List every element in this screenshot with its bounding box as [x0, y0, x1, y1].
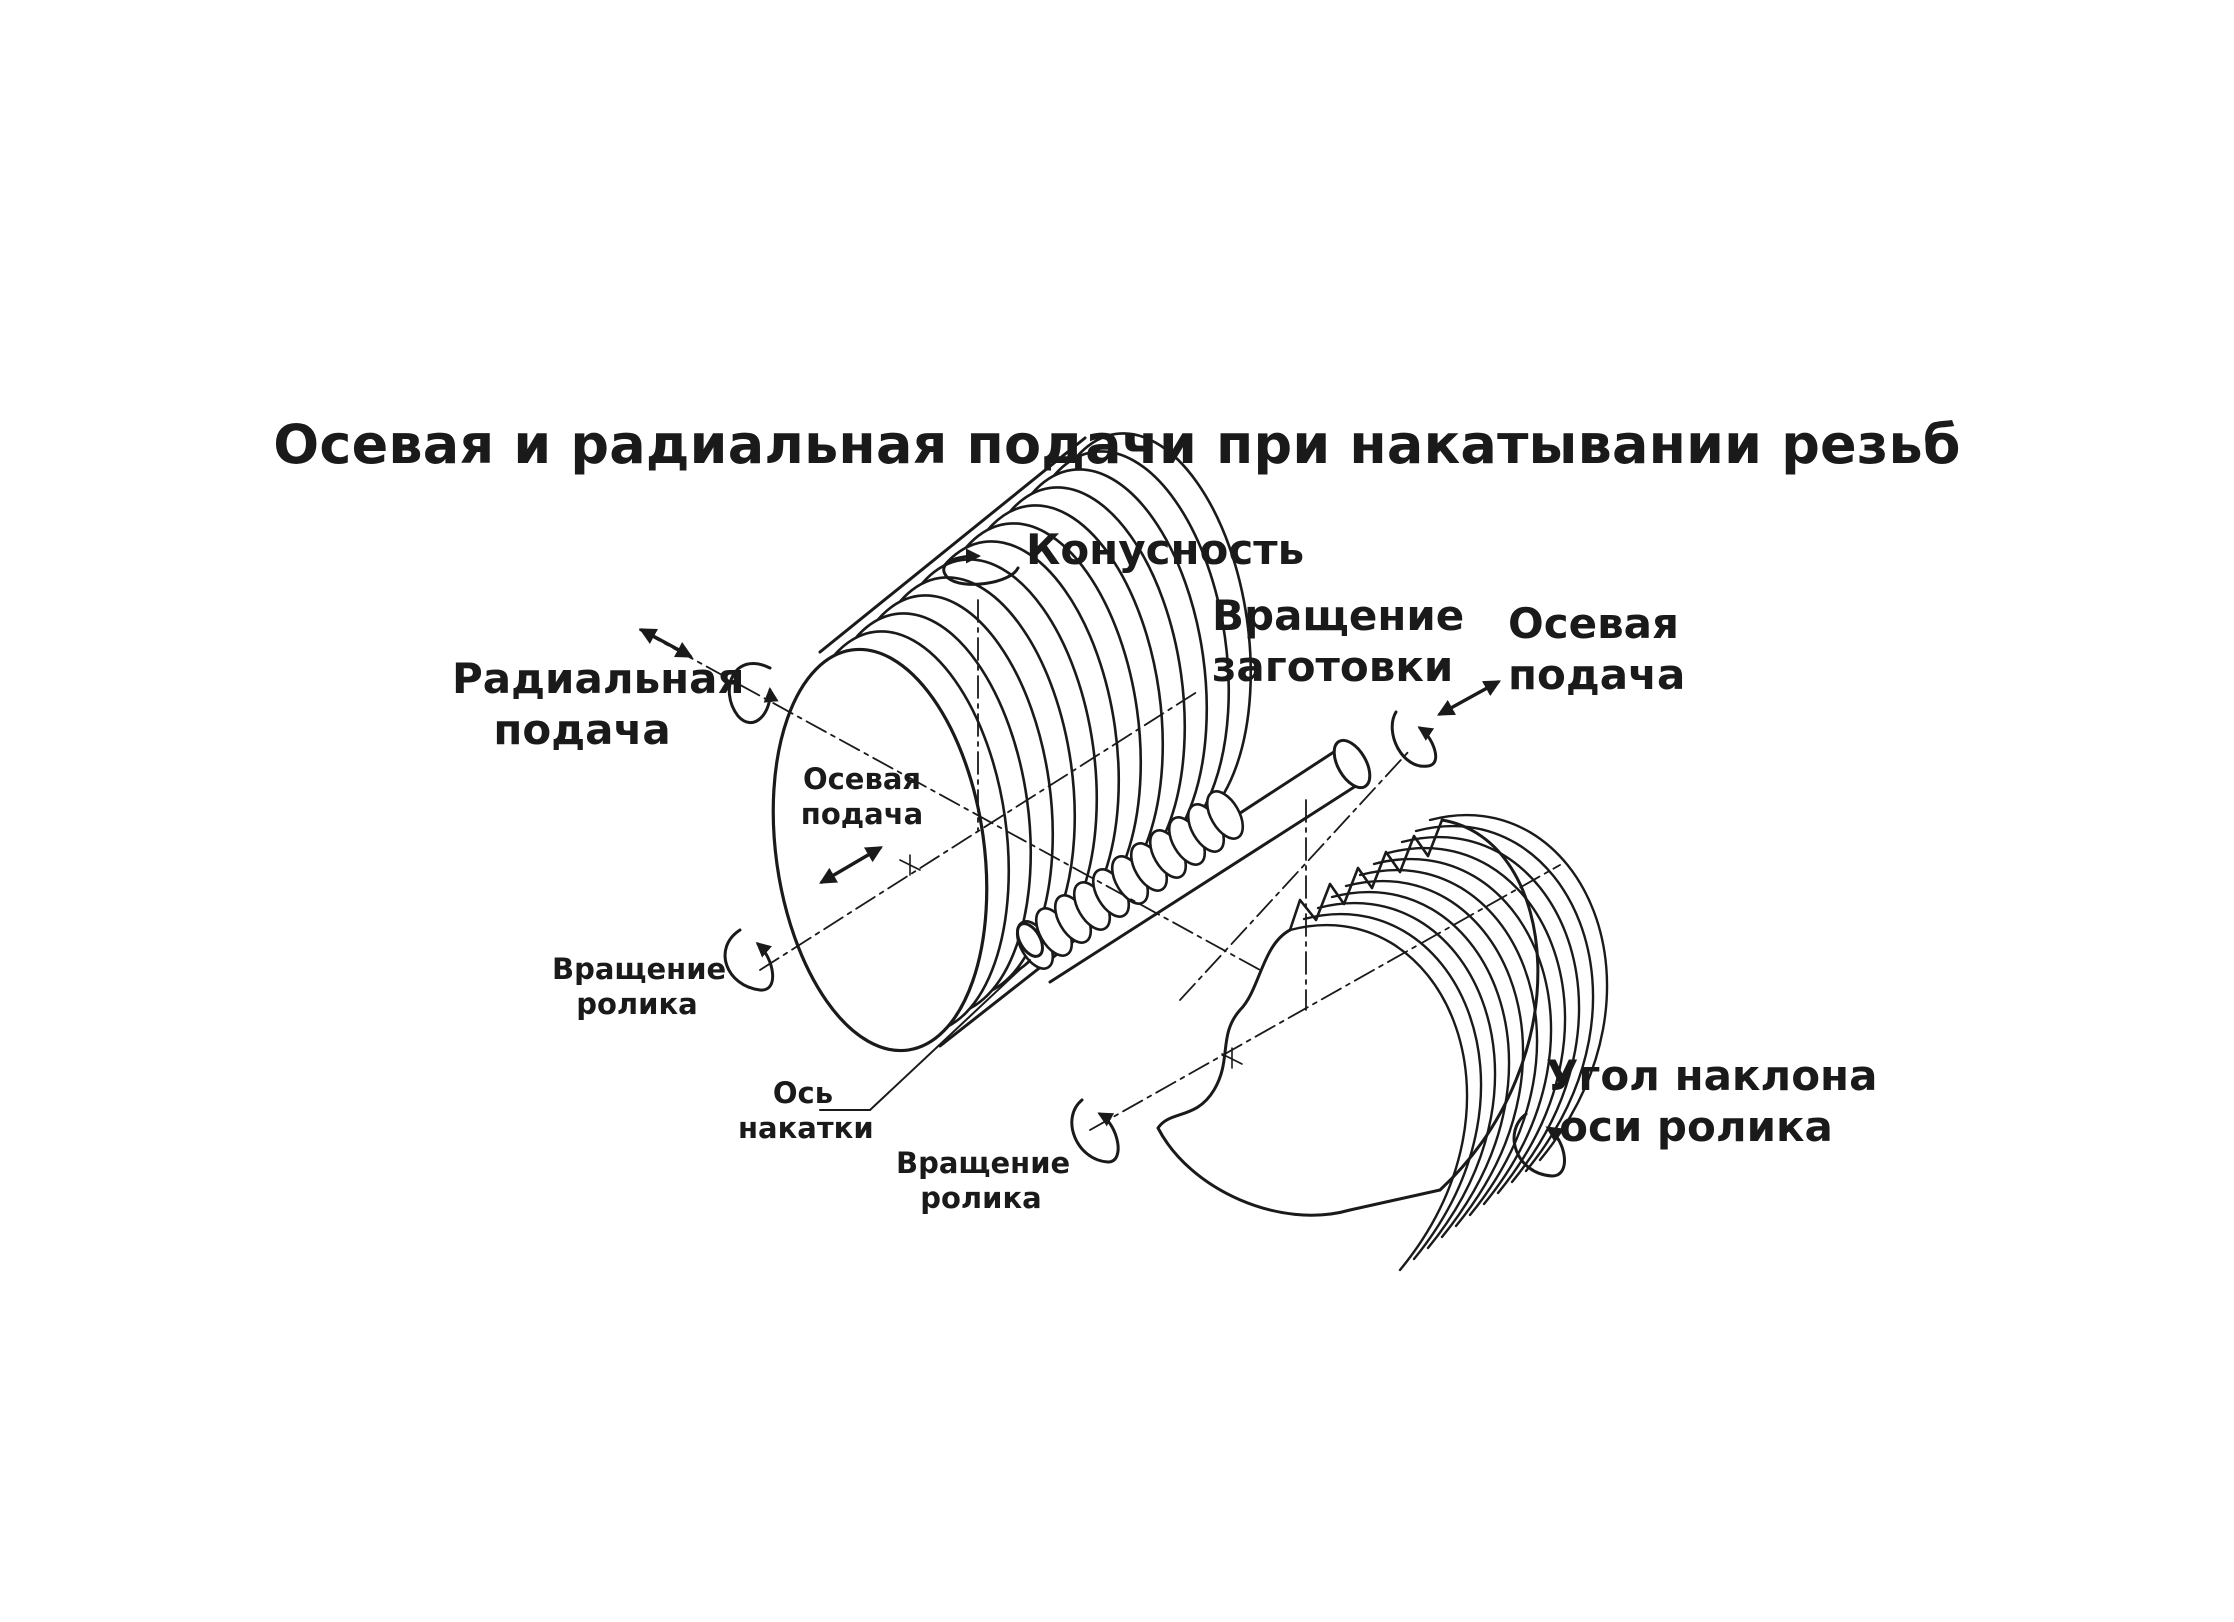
center-lines — [639, 599, 1561, 1131]
label-workpiece-rotation: Вращение заготовки — [1212, 591, 1465, 692]
taper-rotation-arrow — [942, 548, 1020, 586]
axial-feed-arrow-right — [1437, 680, 1501, 716]
roller-outer-edge — [1438, 818, 1540, 1192]
thread-groove — [1386, 846, 1567, 1195]
radial-feed-arrow — [639, 628, 693, 658]
thread-groove — [1400, 835, 1581, 1184]
workpiece-rod — [1015, 738, 1372, 984]
left-roller — [771, 432, 1253, 1053]
axis-workpiece — [1179, 749, 1411, 1001]
radial-rotation-arrow — [727, 662, 779, 725]
label-axial-feed-inner: Осевая подача — [800, 762, 924, 832]
axis-roller-left — [759, 689, 1201, 971]
thread-groove — [1414, 824, 1595, 1173]
axis-roller-right — [1089, 864, 1561, 1131]
axis-radial — [639, 629, 1261, 971]
label-radial-feed: Радиальная подача — [452, 654, 745, 755]
label-roller-rotation-left: Вращение ролика — [552, 952, 727, 1022]
thread-groove — [1288, 923, 1469, 1272]
motion-arrows — [639, 548, 1566, 1178]
label-axial-feed-right: Осевая подача — [1508, 599, 1686, 700]
rod-end — [1332, 738, 1372, 790]
center-cross — [899, 854, 921, 876]
roller-rotation-arrow-bottom — [1070, 1098, 1120, 1164]
label-taper: Конусность — [1026, 525, 1305, 574]
right-roller — [1156, 813, 1609, 1272]
rod-thread-crest — [1205, 790, 1245, 840]
thread-groove — [1302, 912, 1483, 1261]
axial-feed-arrow-inner — [819, 846, 883, 884]
roller-rotation-arrow-left — [723, 928, 775, 992]
leader-rolling-axis — [869, 959, 1031, 1111]
label-roller-tilt-angle: Угол наклона оси ролика — [1546, 1051, 1878, 1152]
broken-edge — [1156, 928, 1442, 1217]
page-title: Осевая и радиальная подачи при накатыван… — [273, 413, 1961, 476]
center-cross — [1221, 1047, 1243, 1069]
label-roller-rotation-bottom: Вращение ролика — [896, 1146, 1071, 1216]
tilt-rotation-arrow — [1512, 1112, 1566, 1178]
thread-groove — [1344, 879, 1525, 1228]
thread-teeth — [1288, 818, 1444, 932]
thread-groove — [1428, 813, 1609, 1162]
rod-tip — [1016, 922, 1044, 958]
thread-groove — [1330, 890, 1511, 1239]
label-rolling-axis: Ось накатки — [738, 1076, 874, 1146]
workpiece-rotation-arrow — [1390, 710, 1438, 768]
thread-groove — [1316, 901, 1497, 1250]
roller-top-edge — [818, 436, 1087, 654]
